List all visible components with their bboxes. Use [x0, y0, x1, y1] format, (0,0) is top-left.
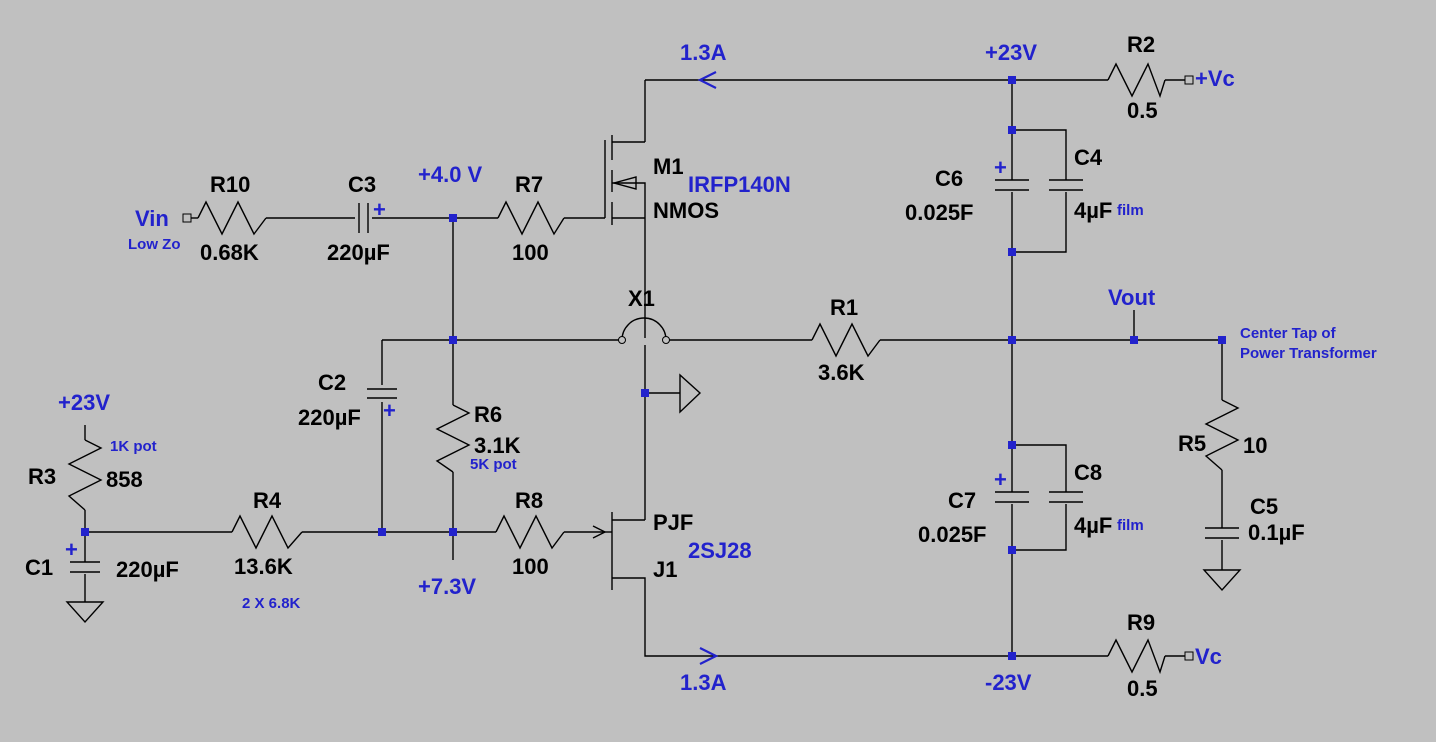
r4-note: 2 X 6.8K [242, 595, 301, 612]
capacitor-c1 [70, 561, 100, 573]
net-vc-bottom: Vc [1195, 644, 1222, 669]
x1-name: X1 [628, 286, 655, 311]
c6-name: C6 [935, 166, 963, 191]
r6-name: R6 [474, 402, 502, 427]
capacitor-c7 [995, 491, 1029, 503]
c1-value: 220µF [116, 557, 179, 582]
r3-name: R3 [28, 464, 56, 489]
c2-name: C2 [318, 370, 346, 395]
c6-value: 0.025F [905, 200, 974, 225]
r3-value: 858 [106, 467, 143, 492]
net-minus23: -23V [985, 670, 1032, 695]
r4-name: R4 [253, 488, 282, 513]
net-vc-top: +Vc [1195, 66, 1235, 91]
resistor-r7 [497, 200, 565, 236]
wires [84, 79, 1223, 657]
resistor-r5 [1204, 399, 1240, 471]
net-plus23-left: +23V [58, 390, 110, 415]
r7-name: R7 [515, 172, 543, 197]
polarity-c7: + [994, 467, 1007, 492]
center-tap-label-2: Power Transformer [1240, 345, 1377, 362]
capacitor-c5 [1205, 527, 1239, 539]
vc-top-port-icon [1184, 75, 1194, 85]
c4-name: C4 [1074, 145, 1103, 170]
jfet-j1 [592, 512, 646, 600]
net-plus73: +7.3V [418, 574, 476, 599]
r8-value: 100 [512, 554, 549, 579]
mosfet-m1 [604, 135, 646, 225]
current-label-top: 1.3A [680, 40, 727, 65]
resistor-r6 [435, 404, 471, 473]
c5-value: 0.1µF [1248, 520, 1305, 545]
current-label-bottom: 1.3A [680, 670, 727, 695]
r3-note: 1K pot [110, 438, 157, 455]
polarity-c3: + [373, 197, 386, 222]
r5-value: 10 [1243, 433, 1267, 458]
capacitor-c2 [367, 388, 397, 399]
c4-value: 4µF [1074, 198, 1112, 223]
resistor-r4 [231, 514, 303, 550]
polarity-c1: + [65, 537, 78, 562]
c7-value: 0.025F [918, 522, 987, 547]
net-plus23-top: +23V [985, 40, 1037, 65]
c5-name: C5 [1250, 494, 1278, 519]
c8-name: C8 [1074, 460, 1102, 485]
resistor-r8 [495, 514, 565, 550]
j1-name-b: J1 [653, 557, 677, 582]
r10-value: 0.68K [200, 240, 259, 265]
r7-value: 100 [512, 240, 549, 265]
r8-name: R8 [515, 488, 543, 513]
vc-bottom-port-icon [1184, 651, 1194, 661]
resistor-r2 [1107, 62, 1166, 99]
capacitor-c3 [358, 203, 369, 233]
polarity-c2: + [383, 398, 396, 423]
junction-nodes [81, 76, 1226, 660]
r2-name: R2 [1127, 32, 1155, 57]
c3-name: C3 [348, 172, 376, 197]
m1-type: NMOS [653, 198, 719, 223]
j1-name-a: PJF [653, 510, 693, 535]
m1-part: IRFP140N [688, 172, 791, 197]
resistor-r3 [67, 439, 103, 511]
m1-name: M1 [653, 154, 684, 179]
c7-name: C7 [948, 488, 976, 513]
resistor-r1 [811, 322, 881, 358]
current-arrow-top-icon [697, 71, 717, 89]
current-arrow-bottom-icon [699, 647, 719, 665]
ground-c1 [65, 601, 105, 624]
c1-name: C1 [25, 555, 53, 580]
capacitor-c8 [1049, 491, 1083, 503]
r5-name: R5 [1178, 431, 1206, 456]
net-vin: Vin [135, 206, 169, 231]
resistor-r9 [1107, 638, 1166, 675]
r4-value: 13.6K [234, 554, 293, 579]
vin-port-icon [182, 213, 192, 223]
c8-value: 4µF [1074, 513, 1112, 538]
r10-name: R10 [210, 172, 250, 197]
c8-note: film [1117, 517, 1144, 534]
c4-note: film [1117, 202, 1144, 219]
r1-value: 3.6K [818, 360, 865, 385]
c3-value: 220µF [327, 240, 390, 265]
r6-value: 3.1K [474, 433, 521, 458]
capacitor-c6 [995, 179, 1029, 191]
ground-c5 [1202, 569, 1242, 592]
capacitor-c4 [1049, 179, 1083, 191]
polarity-c6: + [994, 155, 1007, 180]
resistor-r10 [197, 200, 267, 236]
j1-part: 2SJ28 [688, 538, 752, 563]
center-tap-label-1: Center Tap of [1240, 325, 1337, 342]
net-vout: Vout [1108, 285, 1156, 310]
r9-name: R9 [1127, 610, 1155, 635]
r6-note: 5K pot [470, 456, 517, 473]
r9-value: 0.5 [1127, 676, 1158, 701]
vin-note: Low Zo [128, 236, 181, 253]
net-plus4: +4.0 V [418, 162, 483, 187]
c2-value: 220µF [298, 405, 361, 430]
ground-source [679, 373, 702, 414]
r1-name: R1 [830, 295, 858, 320]
jumper-x1 [618, 317, 670, 344]
r2-value: 0.5 [1127, 98, 1158, 123]
